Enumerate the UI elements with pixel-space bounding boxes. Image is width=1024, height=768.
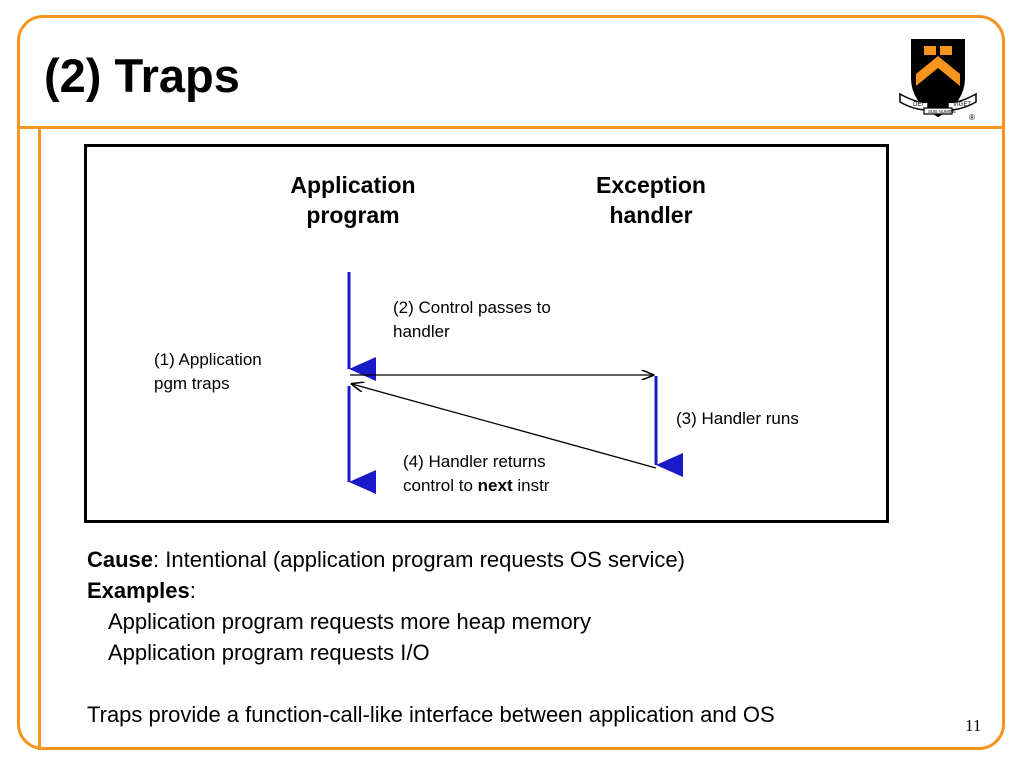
app-program-header: Application program: [290, 172, 416, 228]
return-arrow: [352, 384, 657, 469]
step4-bold: next: [477, 476, 513, 495]
step4-label: (4) Handler returns control to next inst…: [403, 450, 549, 498]
summary-line: Traps provide a function-call-like inter…: [87, 702, 775, 727]
cause-text: : Intentional (application program reque…: [153, 547, 685, 572]
cause-line: Cause: Intentional (application program …: [87, 544, 775, 575]
left-rule: [38, 128, 41, 750]
example-item: Application program requests I/O: [108, 640, 430, 665]
examples-label: Examples: [87, 578, 190, 603]
registered-mark: ®: [969, 113, 975, 122]
body-text: Cause: Intentional (application program …: [87, 544, 775, 730]
motto-left: DEI: [913, 102, 923, 108]
step2-label: (2) Control passes to handler: [393, 298, 551, 341]
princeton-shield-icon: DEI SUB NUMINE VIGET ®: [899, 39, 977, 122]
examples-colon: :: [189, 578, 196, 603]
diagram-box: [84, 144, 889, 523]
exception-handler-header: Exception handler: [596, 172, 706, 228]
step1-label: (1) Application pgm traps: [154, 350, 262, 393]
title-divider: [17, 126, 1005, 129]
slide-frame: [17, 15, 1005, 750]
motto-center: SUB NUMINE: [928, 109, 956, 114]
examples-line: Examples:: [87, 575, 775, 606]
step4-prefix: (4) Handler returns control to: [403, 452, 546, 495]
slide-title: (2) Traps: [44, 49, 240, 102]
cause-label: Cause: [87, 547, 154, 572]
step4-suffix: instr: [512, 476, 550, 495]
page-number: 11: [965, 716, 982, 735]
example-item: Application program requests more heap m…: [108, 609, 592, 634]
motto-right: VIGET: [953, 102, 971, 108]
step3-label: (3) Handler runs: [676, 409, 799, 428]
